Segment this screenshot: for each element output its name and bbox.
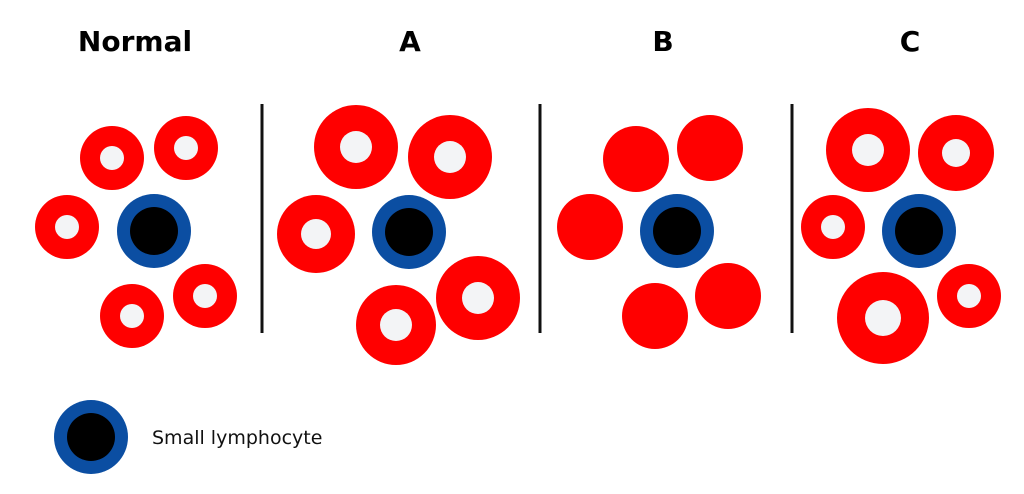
- panel-c: [801, 108, 1001, 364]
- small-lymphocyte: [117, 194, 191, 268]
- red-blood-cell: [918, 115, 994, 191]
- red-blood-cell: [603, 126, 669, 192]
- red-blood-cell: [173, 264, 237, 328]
- small-lymphocyte: [372, 195, 446, 269]
- red-blood-cell: [80, 126, 144, 190]
- legend: Small lymphocyte: [54, 400, 322, 474]
- small-lymphocyte: [882, 194, 956, 268]
- red-blood-cell: [557, 194, 623, 260]
- red-blood-cell: [154, 116, 218, 180]
- panel-title-b: B: [652, 25, 673, 58]
- panel-title-a: A: [399, 25, 421, 58]
- panel-title-c: C: [900, 25, 921, 58]
- red-blood-cell: [937, 264, 1001, 328]
- red-blood-cell: [826, 108, 910, 192]
- red-blood-cell: [436, 256, 520, 340]
- red-blood-cell: [100, 284, 164, 348]
- small-lymphocyte: [640, 194, 714, 268]
- red-blood-cell: [35, 195, 99, 259]
- red-blood-cell: [356, 285, 436, 365]
- red-blood-cell: [677, 115, 743, 181]
- panel-a: [277, 105, 520, 365]
- red-blood-cell: [837, 272, 929, 364]
- panel-b: [557, 115, 761, 349]
- red-blood-cell: [408, 115, 492, 199]
- panel-title-normal: Normal: [78, 25, 192, 58]
- red-blood-cell: [314, 105, 398, 189]
- legend-label: Small lymphocyte: [152, 427, 322, 449]
- red-blood-cell: [277, 195, 355, 273]
- legend-lymphocyte-icon: [54, 400, 128, 474]
- red-blood-cell: [801, 195, 865, 259]
- red-blood-cell: [695, 263, 761, 329]
- red-blood-cell: [622, 283, 688, 349]
- panel-normal: [35, 116, 237, 348]
